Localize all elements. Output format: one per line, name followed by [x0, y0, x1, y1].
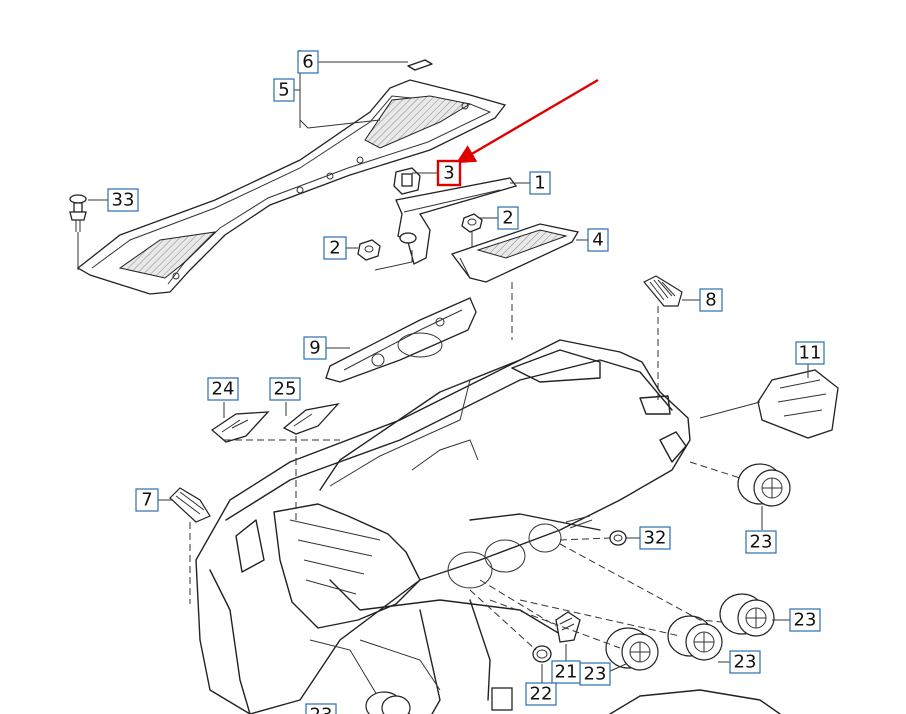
callout-2-right-label: 2 — [502, 208, 513, 229]
callout-4-label: 4 — [592, 230, 603, 251]
callout-3-label: 3 — [443, 163, 454, 184]
leader-lines — [88, 50, 809, 684]
callout-7-label: 7 — [141, 490, 152, 511]
defroster-vent-part-4 — [450, 223, 580, 283]
sensor-part-3 — [393, 167, 421, 195]
nut-part-2-b — [461, 213, 483, 262]
highlight-arrow — [455, 78, 599, 164]
callout-33: 33 — [107, 188, 139, 212]
lower-right-part — [609, 689, 781, 714]
nut-part-2-a — [357, 239, 381, 261]
callout-23-b: 23 — [789, 608, 821, 632]
callout-8: 8 — [699, 288, 723, 312]
grommet-part-32 — [609, 530, 627, 546]
side-vent-part-8 — [643, 275, 683, 400]
cover-part-24 — [210, 411, 270, 443]
callout-4: 4 — [587, 228, 609, 252]
round-vent-part-23-a — [737, 463, 791, 507]
callout-11: 11 — [795, 341, 825, 365]
callout-23-d-label: 23 — [584, 664, 607, 685]
vent-housing-part-11 — [699, 369, 839, 439]
callout-23-b-label: 23 — [794, 610, 817, 631]
callout-24-label: 24 — [212, 379, 235, 400]
callout-21-label: 21 — [555, 662, 578, 683]
switch-part-21 — [555, 611, 581, 643]
callout-23-a-label: 23 — [750, 532, 773, 553]
callout-32-label: 32 — [644, 528, 667, 549]
callout-23-c-label: 23 — [734, 652, 757, 673]
callout-9-label: 9 — [309, 338, 320, 359]
callout-5-label: 5 — [278, 80, 289, 101]
callout-1-label: 1 — [534, 173, 545, 194]
callout-3-highlighted: 3 — [436, 159, 462, 187]
clip-part-33 — [69, 194, 87, 270]
callout-2-right: 2 — [497, 206, 519, 230]
plug-part-22 — [532, 645, 552, 663]
scuttle-panel-cover — [76, 59, 507, 295]
callout-6: 6 — [297, 50, 319, 74]
callout-32: 32 — [639, 526, 671, 550]
cover-part-25 — [282, 403, 340, 435]
callout-23-d: 23 — [579, 662, 611, 686]
round-vent-part-23-b — [719, 593, 775, 637]
callout-25: 25 — [269, 377, 301, 401]
callout-5: 5 — [273, 78, 295, 102]
dashboard-main-body — [195, 339, 691, 714]
callout-11-label: 11 — [799, 343, 822, 364]
callout-24: 24 — [207, 377, 239, 401]
callout-2-left-label: 2 — [329, 238, 340, 259]
callout-22-label: 22 — [530, 684, 553, 705]
callout-22: 22 — [525, 682, 557, 706]
callout-2-left: 2 — [323, 236, 347, 260]
callout-9: 9 — [303, 336, 327, 360]
round-vent-part-23-e — [365, 691, 411, 714]
callout-25-label: 25 — [274, 379, 297, 400]
callout-21: 21 — [551, 660, 581, 684]
callout-23-c: 23 — [729, 650, 761, 674]
center-trim-part-9 — [325, 297, 477, 383]
callout-33-label: 33 — [112, 190, 135, 211]
callout-7: 7 — [135, 488, 159, 512]
callout-1: 1 — [529, 171, 551, 195]
round-vent-part-23-d — [605, 627, 659, 671]
callout-23-e: 23 — [305, 703, 337, 714]
callout-23-a: 23 — [745, 530, 777, 554]
callout-6-label: 6 — [302, 52, 313, 73]
callout-23-e-label: 23 — [310, 705, 333, 714]
round-vent-part-23-c — [667, 615, 723, 661]
callout-8-label: 8 — [705, 290, 716, 311]
side-vent-part-7 — [169, 487, 211, 604]
